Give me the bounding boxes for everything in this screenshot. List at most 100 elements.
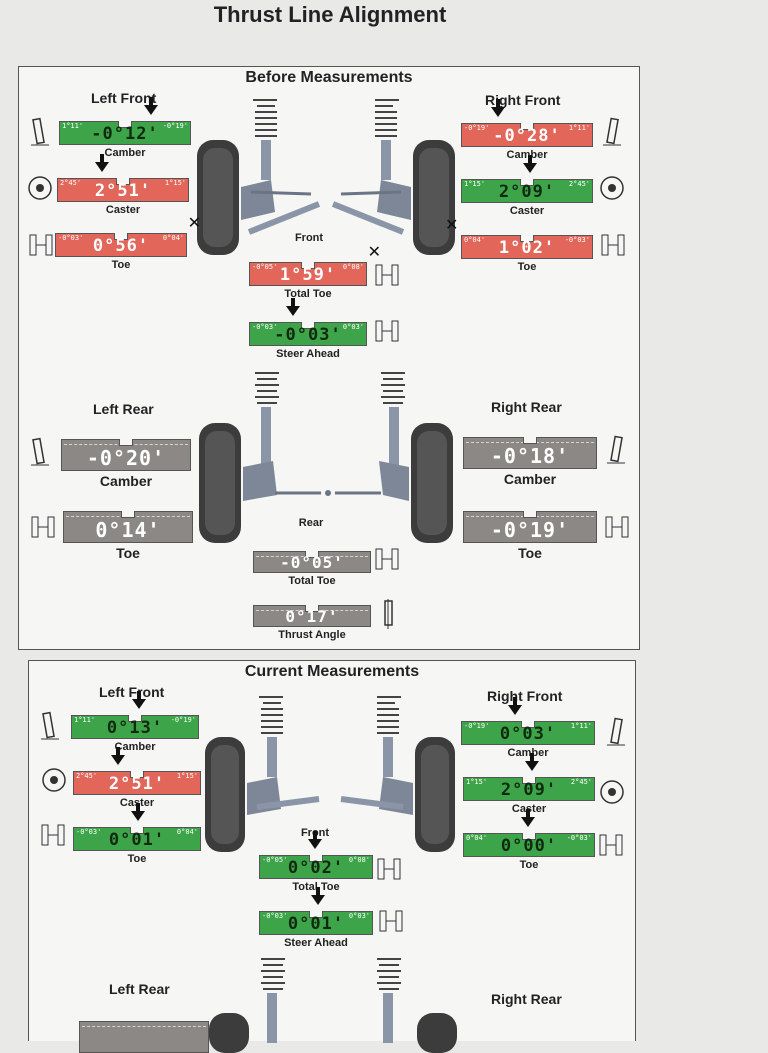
caster-wheel-icon <box>600 176 624 200</box>
arrow-down-icon <box>507 697 522 715</box>
gauge-notch <box>523 511 537 518</box>
before-lf-camber-gauge: 1°11' -0°19' -0°12' Camber <box>59 97 191 159</box>
gauge-caption: Total Toe <box>288 575 336 587</box>
gauge-notch <box>520 179 534 186</box>
gauge-caption: Total Toe <box>284 288 332 300</box>
before-rf-camber-gauge: -0°19' 1°11' -0°28' Camber <box>461 99 593 161</box>
front-suspension-illustration <box>205 696 455 852</box>
gauge-notch <box>520 123 534 130</box>
gauge-caption: Toe <box>517 261 537 273</box>
out-of-range-x-icon: ✕ <box>187 215 201 232</box>
gauge-value: -0°12' <box>91 124 159 144</box>
before-total-toe-gauge: -0°05' 0°08' ✕ 1°59' Total Toe <box>249 244 381 300</box>
gauge-min: -0°19' <box>464 124 490 132</box>
before-rear-label: Rear <box>298 517 324 529</box>
gauge-min: -0°03' <box>262 912 288 920</box>
front-suspension-illustration <box>197 99 455 255</box>
toe-wheel-icon <box>29 234 53 256</box>
gauge-min: -0°19' <box>464 722 490 730</box>
gauge-value: 0°00' <box>500 836 558 856</box>
current-rf-caster-gauge: 1°15' 2°45' 2°09' Caster <box>463 753 595 815</box>
gauge-value: 0°17' <box>285 607 339 626</box>
gauge-value: -0°20' <box>86 446 166 470</box>
arrow-down-icon <box>311 887 326 905</box>
gauge-notch <box>305 551 319 558</box>
current-steer-ahead-gauge: -0°03' 0°03' 0°01' Steer Ahead <box>259 887 373 949</box>
gauge-min: 1°11' <box>62 122 84 130</box>
arrow-down-icon <box>520 809 535 827</box>
gauge-caption: Steer Ahead <box>284 937 348 949</box>
gauge-max: -0°19' <box>170 716 196 724</box>
arrow-down-icon <box>307 831 322 849</box>
gauge-min: -0°03' <box>76 828 102 836</box>
gauge-notch <box>130 771 144 778</box>
arrow-down-icon <box>131 803 146 821</box>
current-rf-toe-gauge: 0°04' -0°03' 0°00' Toe <box>463 809 595 871</box>
current-total-toe-gauge: -0°05' 0°08' 0°02' Total Toe <box>259 831 373 893</box>
gauge-value: 0°56' <box>92 236 150 256</box>
gauge-min: 1°11' <box>74 716 96 724</box>
gauge-min: 0°04' <box>464 236 486 244</box>
steer-ahead-icon <box>375 320 399 342</box>
caster-wheel-icon <box>28 176 52 200</box>
toe-wheel-icon <box>605 516 629 538</box>
current-lf-camber-gauge: 1°11' -0°19' 0°13' Camber <box>71 691 199 753</box>
gauge-caption: Toe <box>111 259 131 271</box>
arrow-down-icon <box>285 298 300 316</box>
gauge-max: 1°11' <box>570 722 592 730</box>
before-lf-toe-gauge: -0°03' 0°04' ✕ 0°56' Toe <box>55 215 201 271</box>
current-right-front-label: Right Front <box>487 688 563 704</box>
gauge-notch <box>301 262 315 269</box>
before-right-rear-label: Right Rear <box>491 399 562 415</box>
current-panel-title: Current Measurements <box>244 663 420 680</box>
gauge-value: 0°14' <box>95 518 161 542</box>
out-of-range-x-icon: ✕ <box>445 217 459 234</box>
gauge-caption: Camber <box>506 149 548 161</box>
gauge-caption: Camber <box>104 147 146 159</box>
rear-suspension-illustration <box>209 958 457 1053</box>
gauge-notch <box>309 911 323 918</box>
gauge-min: -0°05' <box>252 263 278 271</box>
before-rf-toe-gauge: 0°04' -0°03' ✕ 1°02' Toe <box>445 217 593 273</box>
gauge-bar <box>249 262 367 286</box>
arrow-down-icon <box>94 154 109 172</box>
total-toe-icon <box>375 264 399 286</box>
gauge-min: 2°45' <box>60 179 82 187</box>
gauge-notch <box>301 322 315 329</box>
out-of-range-x-icon: ✕ <box>367 244 381 261</box>
gauge-notch <box>305 605 319 612</box>
caster-wheel-icon <box>600 780 624 804</box>
page-title: Thrust Line Alignment <box>213 2 447 27</box>
gauge-value: -0°05' <box>280 553 344 572</box>
gauge-value: 2°09' <box>500 780 558 800</box>
camber-wheel-icon <box>41 711 59 740</box>
gauge-value: -0°18' <box>490 444 570 468</box>
gauge-caption: Toe <box>518 545 542 561</box>
gauge-notch <box>523 437 537 444</box>
camber-wheel-icon <box>31 117 49 146</box>
gauge-caption: Camber <box>114 741 156 753</box>
gauge-notch <box>118 121 132 128</box>
gauge-value: 1°59' <box>279 265 337 285</box>
before-measurements-panel: Before Measurements <box>18 66 640 650</box>
arrow-down-icon <box>110 747 125 765</box>
current-right-rear-label: Right Rear <box>491 991 562 1007</box>
arrow-down-icon <box>522 155 537 173</box>
before-left-front-label: Left Front <box>91 90 157 106</box>
before-rear-total-toe-gauge: -0°05' Total Toe <box>253 543 371 587</box>
current-rf-camber-gauge: -0°19' 1°11' 0°03' Camber <box>461 697 595 759</box>
toe-wheel-icon <box>41 824 65 846</box>
before-rf-caster-gauge: 1°15' 2°45' 2°09' Caster <box>461 155 593 217</box>
gauge-value: -0°03' <box>274 325 342 345</box>
gauge-caption: Caster <box>105 204 141 216</box>
gauge-value: -0°28' <box>493 126 561 146</box>
gauge-caption: Caster <box>509 205 545 217</box>
gauge-value: 0°02' <box>287 858 345 878</box>
gauge-min: -0°03' <box>58 234 84 242</box>
gauge-min: -0°03' <box>252 323 278 331</box>
gauge-caption: Steer Ahead <box>276 348 340 360</box>
gauge-value: 2°51' <box>108 774 166 794</box>
gauge-min: 1°15' <box>464 180 486 188</box>
total-toe-icon <box>377 858 401 880</box>
before-left-rear-label: Left Rear <box>93 401 154 417</box>
